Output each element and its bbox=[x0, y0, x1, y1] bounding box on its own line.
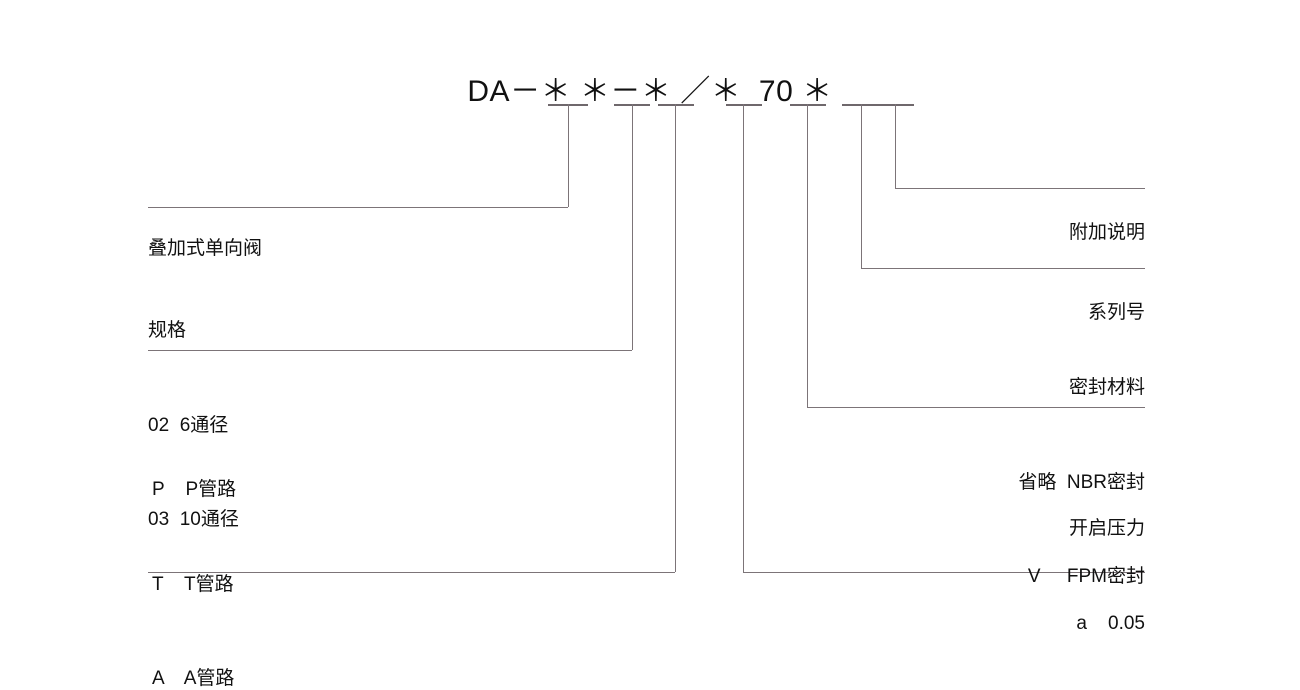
leader-vertical-cracking-pressure bbox=[743, 104, 744, 572]
callout-cracking-pressure: 开启压力 a 0.05 b 0.25 c 0.4 bbox=[745, 450, 1145, 690]
pipeline-line-3: A A管路 bbox=[152, 668, 235, 689]
specification-line-3: 03 10通径 bbox=[148, 509, 239, 530]
leader-horizontal-additional-note bbox=[895, 188, 1145, 189]
callout-seal-material: 密封材料 省略 NBR密封 V FPM密封 bbox=[805, 309, 1145, 656]
leader-vertical-series-number bbox=[861, 104, 862, 268]
pipeline-line-2: T T管路 bbox=[152, 573, 234, 595]
product-name-line-1: 叠加式单向阀 bbox=[148, 238, 263, 259]
seal-material-line-2: 省略 NBR密封 bbox=[1018, 471, 1145, 493]
leader-horizontal-cracking-pressure bbox=[743, 572, 1145, 573]
leader-horizontal-seal-material bbox=[807, 407, 1145, 408]
seal-material-line-3: V FPM密封 bbox=[1027, 566, 1145, 587]
code-tick-7 bbox=[878, 104, 914, 106]
leader-vertical-pipeline bbox=[675, 104, 676, 572]
leader-horizontal-product-name bbox=[148, 207, 568, 208]
callout-pipeline: P P管路 T T管路 A A管路 B B管路 W AB管路 bbox=[152, 411, 675, 690]
series-number-line-1: 系列号 bbox=[1087, 302, 1145, 323]
callout-specification: 规格 02 6通径 03 10通径 bbox=[148, 252, 632, 599]
seal-material-line-1: 密封材料 bbox=[1068, 377, 1145, 398]
model-code-text: DA－＊ ＊－＊ ／＊ 70 ＊ bbox=[467, 75, 833, 108]
code-tick-4 bbox=[726, 104, 762, 106]
leader-horizontal-series-number bbox=[861, 268, 1145, 269]
callout-product-name: 叠加式单向阀 bbox=[148, 170, 568, 328]
specification-line-2: 02 6通径 bbox=[148, 414, 229, 436]
leader-horizontal-pipeline bbox=[148, 572, 675, 573]
callout-series-number: 系列号 bbox=[845, 234, 1145, 392]
callout-additional-note: 附加说明 bbox=[845, 154, 1145, 312]
cracking-pressure-line-2: a 0.05 bbox=[1076, 612, 1145, 634]
pipeline-line-1: P P管路 bbox=[152, 479, 237, 500]
specification-line-1: 规格 bbox=[148, 320, 187, 341]
code-tick-5 bbox=[790, 104, 826, 106]
code-tick-3 bbox=[658, 104, 694, 106]
cracking-pressure-line-1: 开启压力 bbox=[1068, 518, 1145, 539]
leader-vertical-seal-material bbox=[807, 104, 808, 407]
leader-vertical-additional-note bbox=[895, 104, 896, 188]
leader-vertical-product-name bbox=[568, 104, 569, 207]
leader-vertical-specification bbox=[632, 104, 633, 350]
leader-horizontal-specification bbox=[148, 350, 632, 351]
additional-note-line-1: 附加说明 bbox=[1068, 222, 1145, 243]
